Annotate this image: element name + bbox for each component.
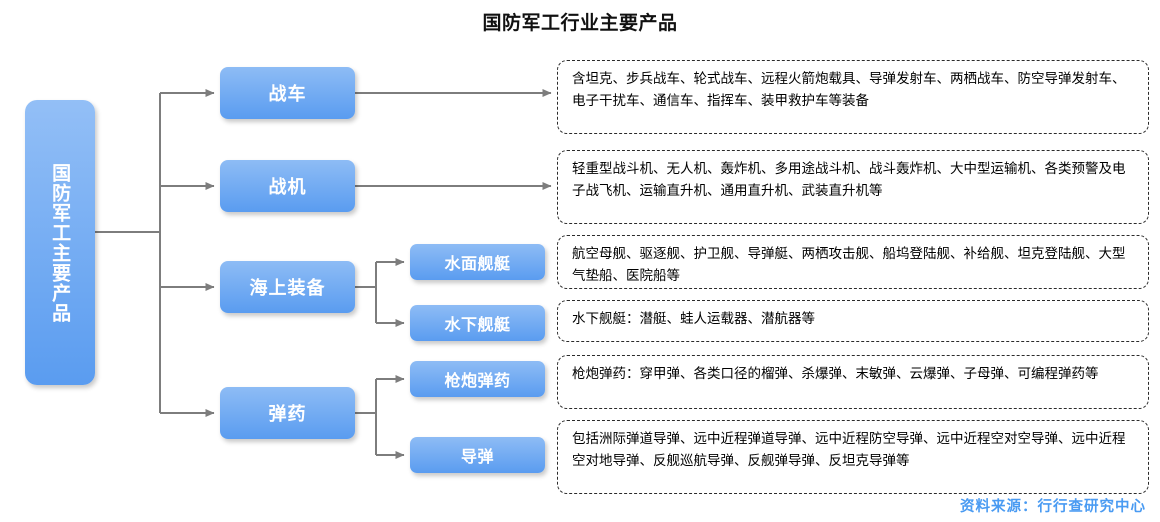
node-zhanji[interactable]: 战机: [220, 160, 355, 212]
source-attribution: 资料来源：行行查研究中心: [960, 499, 1146, 515]
page-title: 国防军工行业主要产品: [482, 12, 678, 34]
node-shuixia-jianting[interactable]: 水下舰艇: [410, 305, 545, 341]
node-danyao[interactable]: 弹药: [220, 387, 355, 439]
textbox-qiangpao-danyao: 枪炮弹药：穿甲弹、各类口径的榴弹、杀爆弹、末敏弹、云爆弹、子母弹、可编程弹药等: [557, 355, 1149, 409]
textbox-zhanche: 含坦克、步兵战车、轮式战车、远程火箭炮载具、导弹发射车、两栖战车、防空导弹发射车…: [557, 60, 1149, 134]
textbox-zhanji: 轻重型战斗机、无人机、轰炸机、多用途战斗机、战斗轰炸机、大中型运输机、各类预警及…: [557, 150, 1149, 224]
node-daodan[interactable]: 导弹: [410, 437, 545, 473]
node-qiangpao-danyao[interactable]: 枪炮弹药: [410, 361, 545, 397]
textbox-shuimian-jianting: 航空母舰、驱逐舰、护卫舰、导弹艇、两栖攻击舰、船坞登陆舰、补给舰、坦克登陆舰、大…: [557, 235, 1149, 289]
textbox-daodan: 包括洲际弹道导弹、远中近程弹道导弹、远中近程防空导弹、远中近程空对空导弹、远中近…: [557, 420, 1149, 494]
node-zhanche[interactable]: 战车: [220, 67, 355, 119]
node-haishang-zhuangbei[interactable]: 海上装备: [220, 261, 355, 313]
root-node[interactable]: 国防军工主要产品: [25, 100, 95, 385]
textbox-shuixia-jianting: 水下舰艇：潜艇、蛙人运载器、潜航器等: [557, 300, 1149, 342]
node-shuimian-jianting[interactable]: 水面舰艇: [410, 244, 545, 280]
